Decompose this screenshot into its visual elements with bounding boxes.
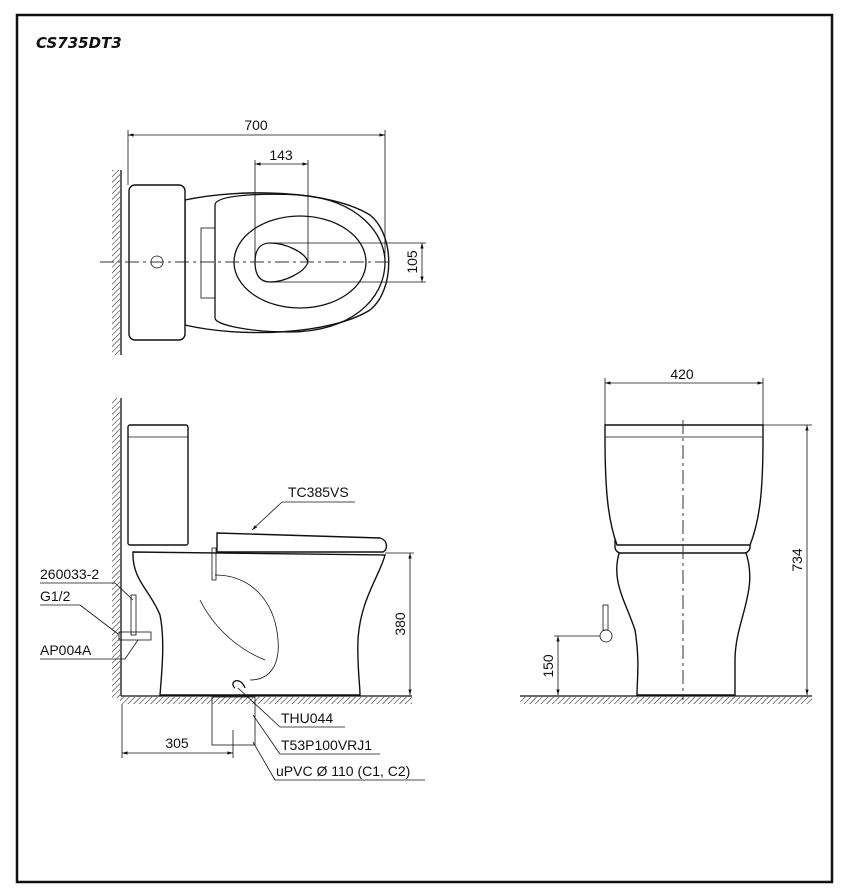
dim-supply-height: 150 bbox=[540, 654, 556, 678]
hose-label: 260033-2 bbox=[40, 566, 99, 582]
top-view: 700 143 105 bbox=[100, 117, 426, 355]
adapter-label: T53P100VRJ1 bbox=[281, 737, 372, 753]
front-view: 420 734 150 bbox=[520, 366, 812, 704]
flange-label: THU044 bbox=[281, 710, 333, 726]
side-view: TC385VS 260033-2 G1/2 AP004A THU044 T53P… bbox=[40, 398, 425, 781]
dim-rough-in: 305 bbox=[165, 735, 189, 751]
thread-label: G1/2 bbox=[40, 588, 71, 604]
dim-height: 734 bbox=[789, 548, 805, 572]
model-title: CS735DT3 bbox=[36, 34, 122, 52]
valve-label: AP004A bbox=[40, 642, 92, 658]
dim-opening: 143 bbox=[269, 147, 293, 163]
dim-length: 700 bbox=[244, 117, 268, 133]
drawing-frame bbox=[15, 13, 834, 884]
dim-seat-height: 380 bbox=[392, 612, 408, 636]
seat-label: TC385VS bbox=[288, 484, 349, 500]
dim-offset: 105 bbox=[404, 250, 420, 274]
pipe-label: uPVC Ø 110 (C1, C2) bbox=[276, 763, 410, 779]
dim-width: 420 bbox=[670, 366, 694, 382]
